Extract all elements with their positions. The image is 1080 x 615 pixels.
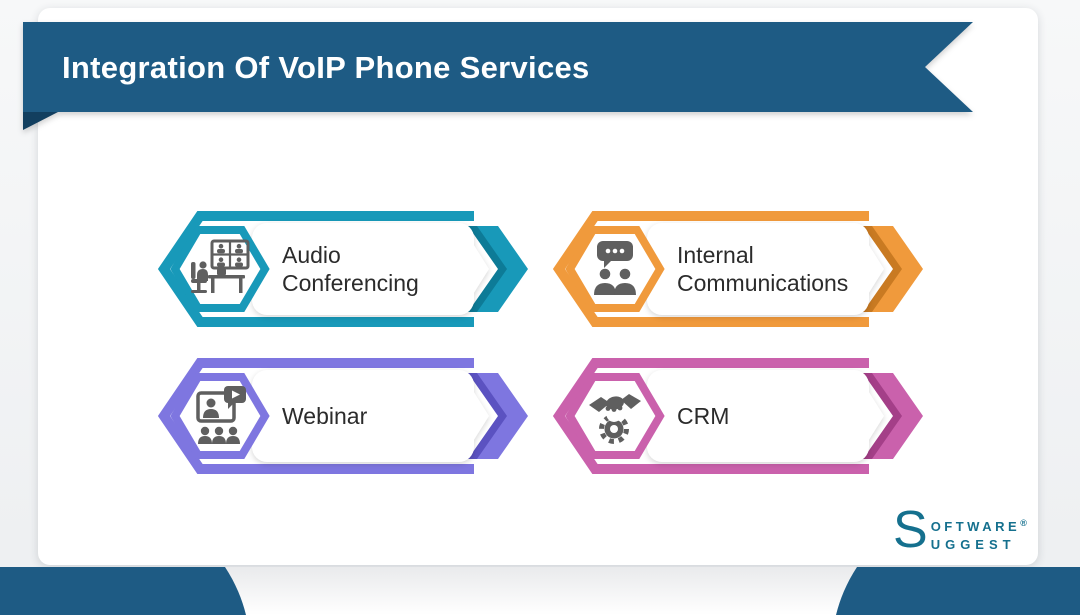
item-band-outline [552,358,869,474]
chevron-right-icon [477,373,528,459]
logo-word-top: OFTWARE [930,519,1021,534]
item-label-line1: Webinar [282,403,368,429]
integration-item-crm: CRM [552,357,925,475]
item-label: Internal Communications [677,223,877,315]
logo-initial: S [893,501,928,559]
chevron-right-icon [477,226,528,312]
item-shape [157,358,528,474]
item-band-outline [157,211,474,327]
title-ribbon [23,22,973,130]
ribbon-banner-shape [23,22,973,112]
item-band-outline [552,211,869,327]
label-plate [252,223,489,315]
item-label-line1: CRM [677,403,730,429]
chevron-right-icon [872,373,923,459]
item-label-line2: Communications [677,270,849,296]
handshake-gear-icon [583,384,647,448]
label-plate [252,370,489,462]
integration-item-internal-communications: Internal Communications [552,210,925,328]
footer-right-shape [836,567,1080,615]
item-label-line1: Internal [677,242,754,268]
item-shape [552,211,923,327]
ribbon-fold [23,112,58,130]
item-label: Audio Conferencing [282,223,482,315]
team-chat-icon [583,237,647,301]
item-label: CRM [677,370,877,462]
softwaresuggest-logo: S OFTWARE® UGGEST [893,501,1027,559]
footer-center-curve [215,567,865,615]
item-label: Webinar [282,370,482,462]
webinar-presentation-icon [188,384,252,448]
registered-mark: ® [1020,518,1027,528]
label-plate [647,370,884,462]
footer-left-shape [0,567,246,615]
integration-item-audio-conferencing: Audio Conferencing [157,210,530,328]
logo-word-bottom: UGGEST [930,537,1016,552]
page-title: Integration Of VoIP Phone Services [62,50,590,85]
chevron-right-icon [872,226,923,312]
video-conference-icon [188,237,252,301]
item-band-outline [157,358,474,474]
item-label-line1: Audio [282,242,341,268]
icon-hexagon [565,226,665,312]
label-plate [647,223,884,315]
item-label-line2: Conferencing [282,270,419,296]
footer-decoration [0,567,1080,615]
integration-item-webinar: Webinar [157,357,530,475]
